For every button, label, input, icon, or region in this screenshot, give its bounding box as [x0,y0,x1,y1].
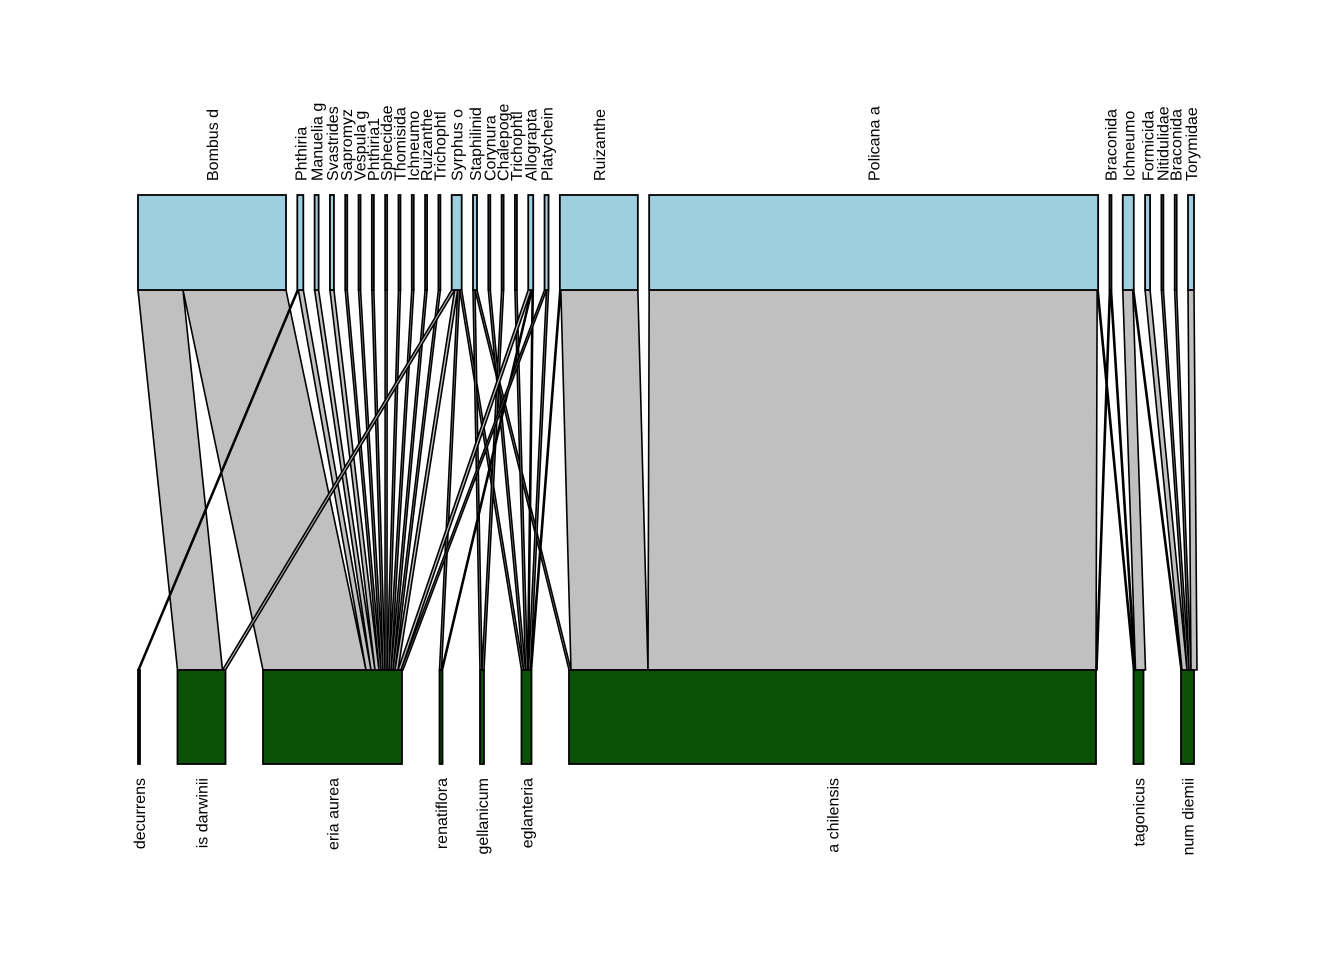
higher-species-label: Phthiria1 [366,118,383,181]
higher-species-box [543,194,550,291]
higher-species-label: Allograpta [524,109,541,181]
higher-species-box [450,194,463,291]
higher-species-box [648,194,1100,291]
higher-species-label: Bombus d [205,109,222,181]
higher-species-label: Sphecidae [379,105,396,181]
lower-species-label: renatiflora [434,778,451,849]
lower-species-label: eria aurea [326,778,343,850]
higher-species-box [384,194,389,291]
lower-species-label: num diemii [1181,778,1198,855]
higher-species-label: Policana a [867,106,884,181]
higher-species-label: Staphilinid [468,107,485,181]
higher-species-label: Syrphus o [450,109,467,181]
lower-level-labels: decurrens is darwinii eria aurea renatiflor… [132,778,1198,855]
higher-species-box [296,194,305,291]
lower-species-label: gellanicum [475,778,492,854]
higher-species-label: Nitidulidae [1155,106,1172,181]
higher-species-box [397,194,402,291]
lower-species-box [176,669,227,765]
higher-species-box [329,194,335,291]
higher-species-box [357,194,362,291]
higher-species-box [344,194,349,291]
higher-species-box [558,194,639,291]
lower-species-box [568,669,1097,765]
lower-species-label: is darwinii [195,778,212,848]
higher-species-box [1173,194,1178,291]
higher-species-label: Ichneumo [406,111,423,181]
higher-species-box [1187,194,1195,291]
higher-species-box [487,194,492,291]
higher-species-label: Ruizanthe [592,109,609,181]
lower-species-label: tagonicus [1132,778,1149,847]
higher-species-box [1144,194,1151,291]
interaction-link [384,289,388,671]
interaction-link [1121,289,1147,671]
lower-species-box [479,669,485,765]
higher-species-box [313,194,320,291]
higher-species-label: Phthiria [293,127,310,181]
higher-species-box [500,194,505,291]
interaction-link [560,289,649,671]
higher-species-box [527,194,535,291]
lower-level-boxes [137,669,1195,765]
higher-species-box [370,194,375,291]
higher-species-label: Manuelia g [310,103,327,181]
higher-species-label: Braconida [1103,109,1120,181]
higher-species-label: Sapromyz [339,109,356,181]
higher-species-box [1160,194,1165,291]
higher-level-boxes [137,194,1195,291]
lower-species-box [520,669,533,765]
lower-species-box [1180,669,1195,765]
higher-species-box [410,194,415,291]
lower-species-box [438,669,444,765]
higher-species-box [437,194,442,291]
higher-species-label: Braconida [1169,109,1186,181]
higher-species-label: Trichophtl [509,111,526,181]
higher-species-label: Ichneumo [1121,111,1138,181]
interaction-link [647,289,1098,671]
higher-species-label: Thomisida [392,107,409,181]
higher-species-label: Corynura [482,115,499,181]
lower-species-box [262,669,403,765]
higher-species-box [137,194,287,291]
higher-species-label: Torymidae [1184,107,1201,181]
higher-species-label: Trichophtl [432,111,449,181]
higher-species-box [1108,194,1113,291]
lower-species-label: eglanteria [520,778,537,848]
higher-species-label: Chalepoge [496,104,513,182]
lower-species-label: a chilensis [826,778,843,853]
higher-species-box [472,194,478,291]
interaction-links [136,289,1198,671]
lower-species-label: decurrens [132,778,149,849]
higher-species-box [1121,194,1135,291]
higher-species-label: Vespula g [353,111,370,181]
higher-species-label: Formicida [1141,111,1158,181]
higher-species-box [424,194,428,291]
higher-species-label: Svastrides [325,106,342,181]
higher-species-box [514,194,518,291]
lower-species-box [1132,669,1145,765]
lower-species-box [137,669,141,765]
higher-species-label: Ruizanthe [419,109,436,181]
higher-species-label: Platychein [540,107,557,181]
